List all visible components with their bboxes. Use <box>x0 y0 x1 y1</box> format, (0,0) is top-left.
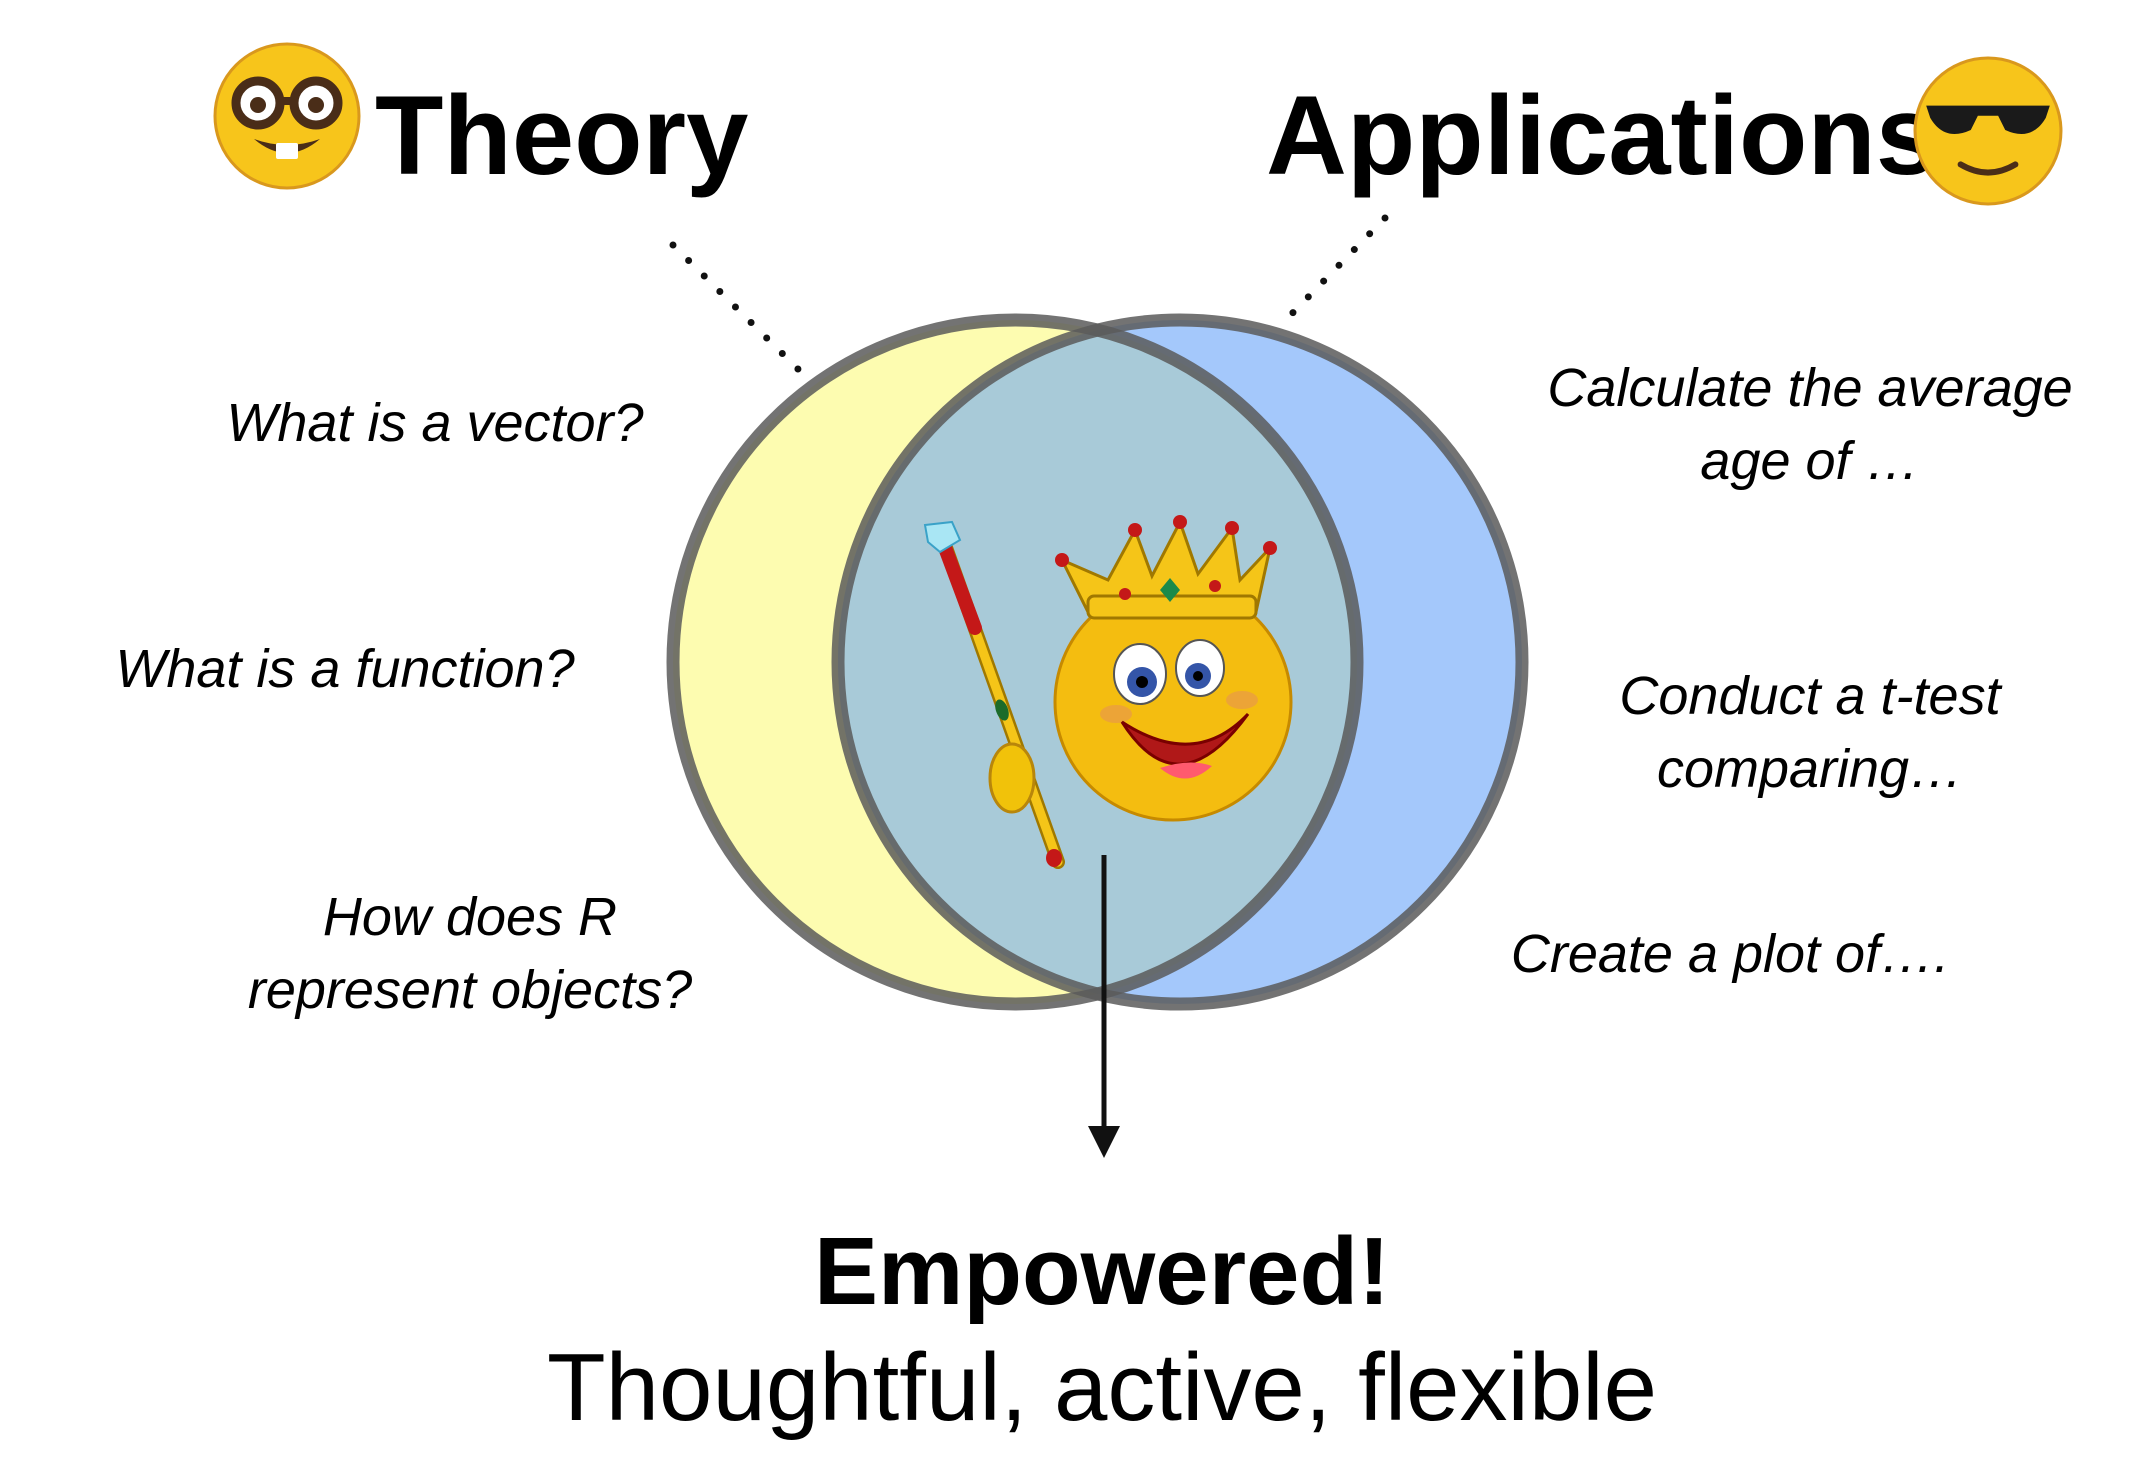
theory-question-objects: How does R represent objects? <box>190 881 750 1028</box>
crown-icon <box>1055 515 1277 620</box>
theory-question-line: represent objects? <box>247 960 693 1021</box>
application-task-line: Calculate the average <box>1547 358 2073 418</box>
king-smiley-with-scepter-icon <box>923 515 1293 869</box>
application-task-ttest: Conduct a t-test comparing… <box>1520 660 2100 807</box>
theory-connector <box>669 241 809 380</box>
theory-question-line: What is a vector? <box>226 393 644 453</box>
theory-title: Theory <box>375 73 749 198</box>
application-task-line: Conduct a t-test <box>1619 666 2001 726</box>
application-task-line: age of … <box>1700 431 1920 492</box>
application-task-plot: Create a plot of…. <box>1440 918 2020 991</box>
sunglasses-face-icon <box>1912 55 2064 212</box>
applications-title: Applications <box>1266 73 1939 198</box>
application-task-line: Create a plot of…. <box>1510 924 1950 984</box>
outcome-subtitle: Thoughtful, active, flexible <box>547 1334 1657 1441</box>
applications-connector <box>1274 214 1389 332</box>
theory-circle <box>666 313 1364 1011</box>
outcome-title: Empowered! <box>813 1218 1391 1325</box>
scepter-icon <box>923 520 1065 869</box>
outcome-arrow-head <box>1088 1126 1120 1158</box>
hand-icon <box>988 742 1036 814</box>
theory-question-function: What is a function? <box>60 633 630 706</box>
theory-question-line: How does R <box>322 887 618 947</box>
applications-circle <box>831 313 1529 1011</box>
application-task-average: Calculate the average age of … <box>1490 352 2130 499</box>
theory-question-vector: What is a vector? <box>150 387 720 460</box>
nerd-face-icon <box>212 41 362 196</box>
theory-question-line: What is a function? <box>115 639 575 699</box>
application-task-line: comparing… <box>1656 739 1964 800</box>
